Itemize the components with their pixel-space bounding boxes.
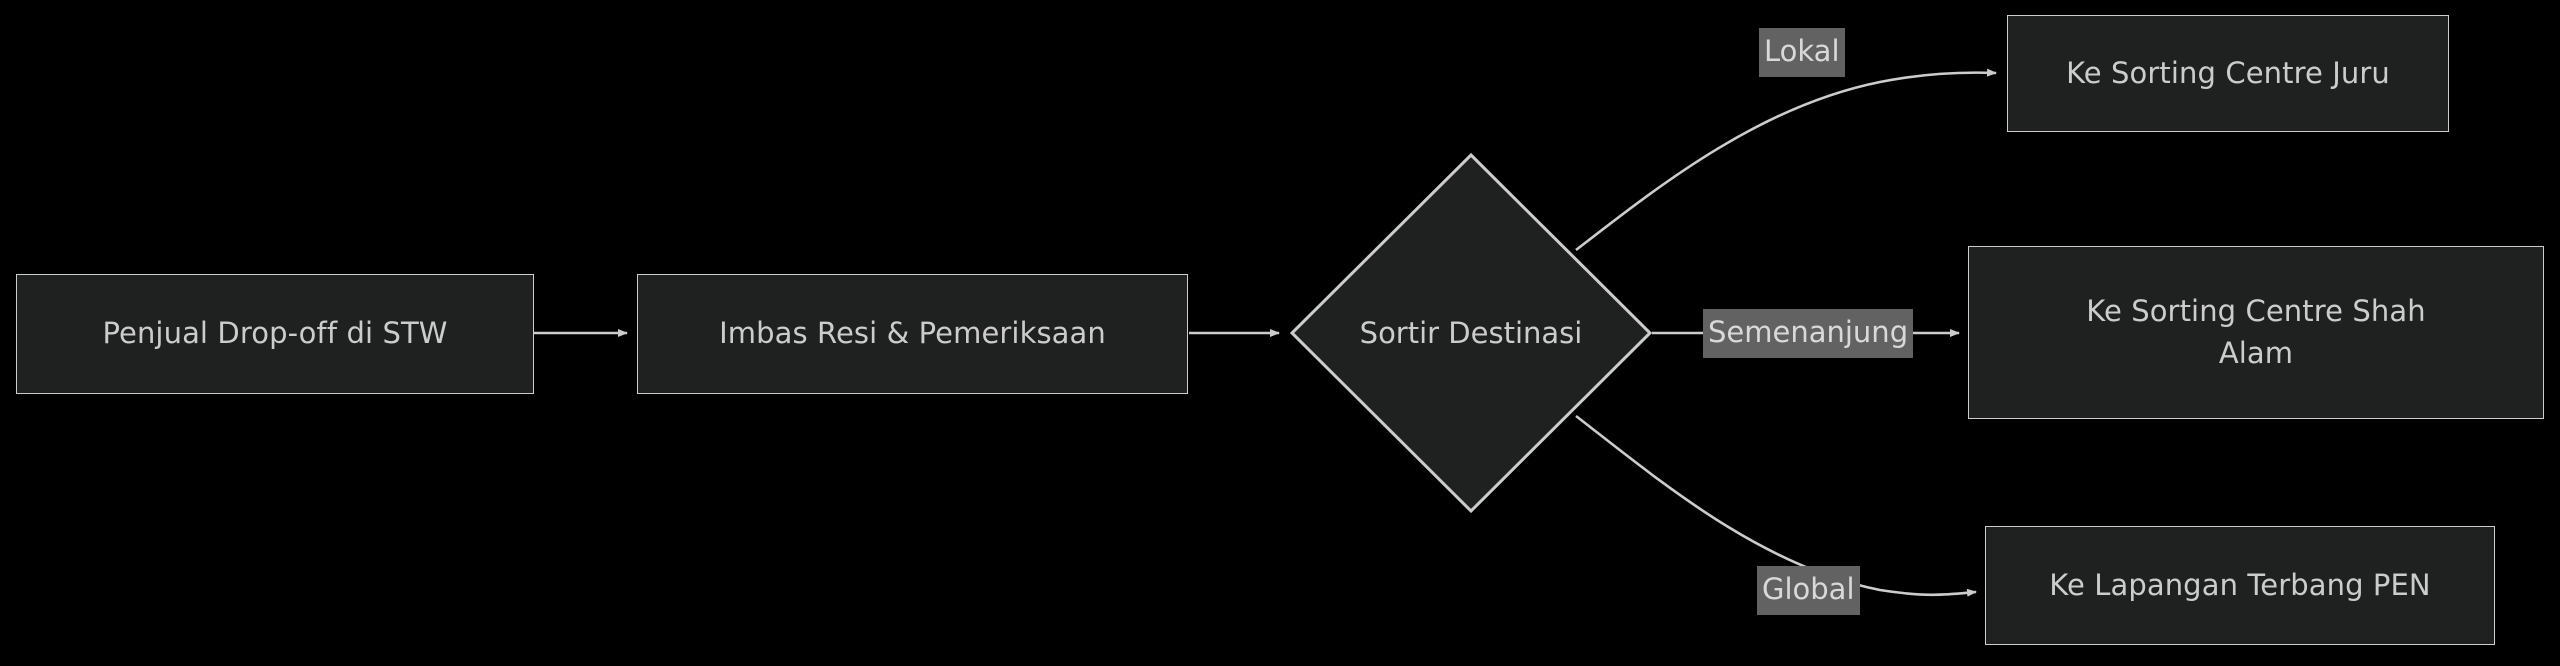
node-label: Ke Lapangan Terbang PEN (2049, 567, 2431, 602)
node-label: Sortir Destinasi (1359, 315, 1583, 350)
node-ke-lapangan-terbang-pen[interactable]: Ke Lapangan Terbang PEN (1985, 526, 2495, 645)
node-label: Ke Sorting Centre Shah Alam (2086, 294, 2426, 370)
node-label: Imbas Resi & Pemeriksaan (719, 316, 1106, 351)
node-ke-sorting-centre-juru[interactable]: Ke Sorting Centre Juru (2007, 15, 2449, 132)
node-penjual-dropoff-di-stw[interactable]: Penjual Drop-off di STW (16, 274, 534, 394)
node-ke-sorting-centre-shah-alam[interactable]: Ke Sorting Centre Shah Alam (1968, 246, 2544, 419)
edge-label-semenanjung: Semenanjung (1703, 309, 1914, 358)
edge-label-text: Semenanjung (1708, 315, 1909, 349)
node-label: Penjual Drop-off di STW (102, 316, 448, 351)
edge-label-text: Lokal (1764, 34, 1840, 68)
edge-label-global: Global (1757, 566, 1860, 615)
edge-label-text: Global (1762, 572, 1855, 606)
node-sortir-destinasi[interactable]: Sortir Destinasi (1290, 153, 1652, 513)
node-imbas-resi-pemeriksaan[interactable]: Imbas Resi & Pemeriksaan (637, 274, 1188, 394)
node-label: Ke Sorting Centre Juru (2066, 55, 2390, 90)
edge-label-lokal: Lokal (1759, 28, 1845, 77)
diamond-shape (1290, 153, 1652, 513)
